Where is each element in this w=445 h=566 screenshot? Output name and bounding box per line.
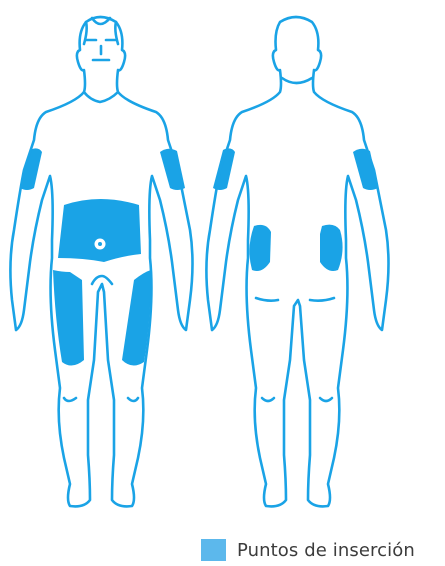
front-body-figure [10, 17, 192, 506]
back-neck-lines [282, 78, 312, 83]
front-knee-lines [64, 398, 138, 401]
back-knee-lines [262, 398, 332, 401]
back-right-buttock-zone [320, 225, 343, 271]
legend-label: Puntos de inserción [237, 540, 415, 561]
back-gluteal-line [256, 298, 334, 301]
legend-swatch [201, 539, 226, 561]
front-body-outline [10, 17, 192, 506]
back-left-buttock-zone [249, 225, 271, 271]
front-abdomen-zone [58, 199, 141, 262]
front-collar-lines [84, 92, 118, 102]
back-body-figure [206, 17, 388, 506]
legend: Puntos de inserción [201, 539, 415, 561]
front-left-thigh-zone [53, 270, 84, 366]
back-body-outline [206, 17, 388, 506]
